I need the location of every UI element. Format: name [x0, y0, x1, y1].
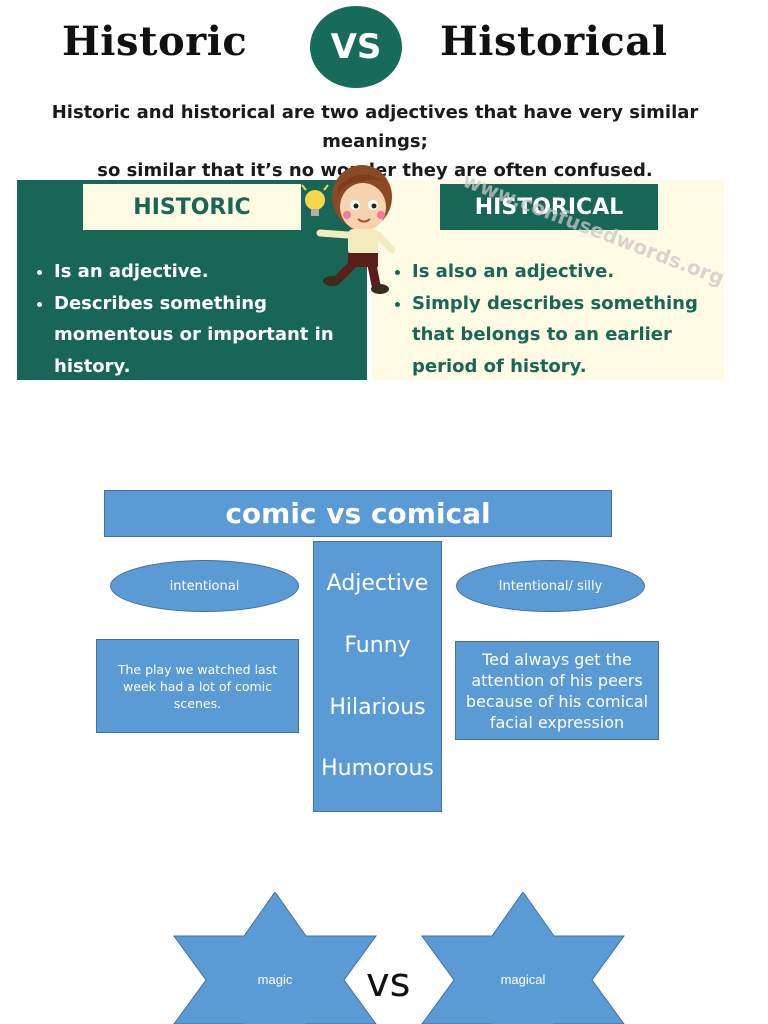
magical-star-label: magical: [501, 972, 546, 987]
comic-diagram-title: comic vs comical: [104, 490, 612, 537]
synonym-word: Adjective: [326, 571, 429, 596]
historical-bullet: Is also an adjective.: [412, 256, 742, 288]
historic-heading: Historic: [62, 18, 248, 65]
historic-bullet-list: Is an adjective. Describes something mom…: [36, 256, 354, 382]
magic-star-shape: magic: [173, 892, 377, 1024]
intro-line-1: Historic and historical are two adjectiv…: [51, 102, 699, 152]
synonym-word: Funny: [344, 632, 411, 658]
historical-tag: HISTORICAL: [440, 184, 658, 230]
historical-bullet: Simply describes something that belongs …: [412, 288, 742, 383]
historic-bullet: Is an adjective.: [54, 256, 354, 288]
comical-meaning-ellipse: Intentional/ silly: [456, 560, 645, 612]
synonym-word: Hilarious: [329, 694, 426, 720]
synonym-word: Humorous: [321, 756, 434, 782]
comic-example-box: The play we watched last week had a lot …: [96, 639, 299, 733]
magic-star-label: magic: [258, 972, 293, 987]
magical-star-shape: magical: [421, 892, 625, 1024]
historic-tag: HISTORIC: [83, 184, 301, 230]
historical-bullet-list: Is also an adjective. Simply describes s…: [394, 256, 742, 382]
synonym-column: Adjective Funny Hilarious Humorous: [313, 541, 442, 812]
historic-bullet: Describes something momentous or importa…: [54, 288, 354, 383]
historical-heading: Historical: [440, 18, 668, 65]
vs-badge: VS: [310, 6, 402, 88]
lightbulb-icon: [301, 184, 329, 216]
comic-meaning-ellipse: intentional: [110, 560, 299, 612]
cartoon-boy-illustration: [301, 165, 396, 294]
magic-vs-text: vs: [366, 960, 411, 1006]
comical-example-box: Ted always get the attention of his peer…: [455, 641, 659, 740]
